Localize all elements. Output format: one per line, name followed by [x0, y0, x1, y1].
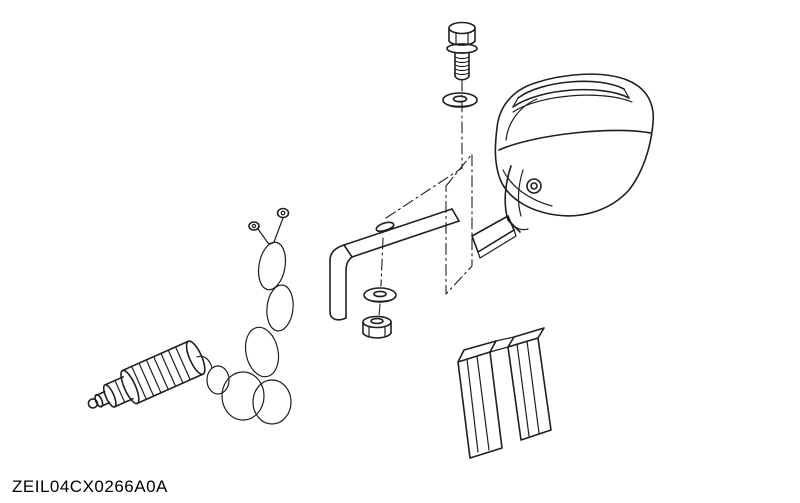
retaining-clip-icon [457, 327, 552, 459]
figure-code-label: ZEIL04CX0266A0A [12, 477, 168, 496]
power-plug-icon [87, 340, 206, 409]
flat-washer-lower-icon [363, 287, 397, 303]
mounting-bracket-icon [329, 208, 460, 321]
flat-washer-upper-icon [442, 92, 478, 108]
hex-bolt-icon [446, 21, 478, 81]
centerline-bolt-axis-icon [378, 79, 463, 317]
coiled-wire-icon [196, 241, 294, 425]
worklamp-housing-icon [494, 73, 655, 217]
hex-nut-icon [362, 315, 392, 339]
wire-terminals-icon [248, 207, 290, 245]
lamp-pivot-knob-icon [471, 165, 542, 259]
centerline-mounting-plane-icon [445, 153, 473, 295]
